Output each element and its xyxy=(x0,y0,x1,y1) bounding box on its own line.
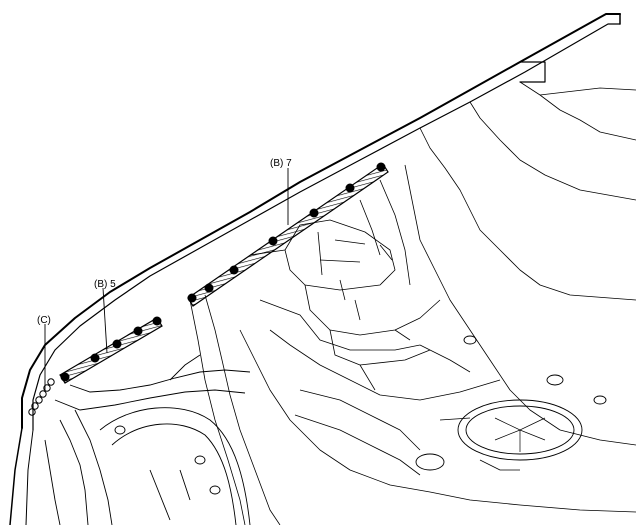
seam-b7 xyxy=(187,162,389,307)
spot-weld xyxy=(309,208,319,218)
roof-panel-outline xyxy=(9,13,621,525)
spot-weld xyxy=(268,236,278,246)
body-structure xyxy=(189,81,636,525)
seam-b5 xyxy=(59,316,163,384)
spot-weld xyxy=(133,326,143,336)
braze-weld xyxy=(39,390,47,398)
callout-c-label: (C) xyxy=(37,315,51,326)
spot-weld xyxy=(60,372,70,382)
spot-weld-group-b7 xyxy=(187,162,386,303)
spot-weld-group-b5 xyxy=(60,316,162,382)
braze-weld xyxy=(43,384,51,392)
wheel-arch-structure xyxy=(44,354,251,525)
spare-wheel-well xyxy=(415,335,607,471)
callout-b7-label: (B) 7 xyxy=(270,158,292,169)
braze-weld xyxy=(47,378,55,386)
spot-weld xyxy=(152,316,162,326)
leader-line-b5 xyxy=(102,287,108,354)
braze-welds-c xyxy=(28,378,55,416)
spot-weld xyxy=(204,283,214,293)
spot-weld xyxy=(90,353,100,363)
callout-b5-label: (B) 5 xyxy=(94,279,116,290)
spot-weld xyxy=(229,265,239,275)
braze-weld xyxy=(28,408,36,416)
spot-weld xyxy=(345,183,355,193)
spot-weld xyxy=(187,293,197,303)
braze-weld xyxy=(35,396,43,404)
spot-weld xyxy=(112,339,122,349)
leader-lines xyxy=(44,168,289,390)
spot-weld xyxy=(376,162,386,172)
braze-weld xyxy=(31,402,39,410)
